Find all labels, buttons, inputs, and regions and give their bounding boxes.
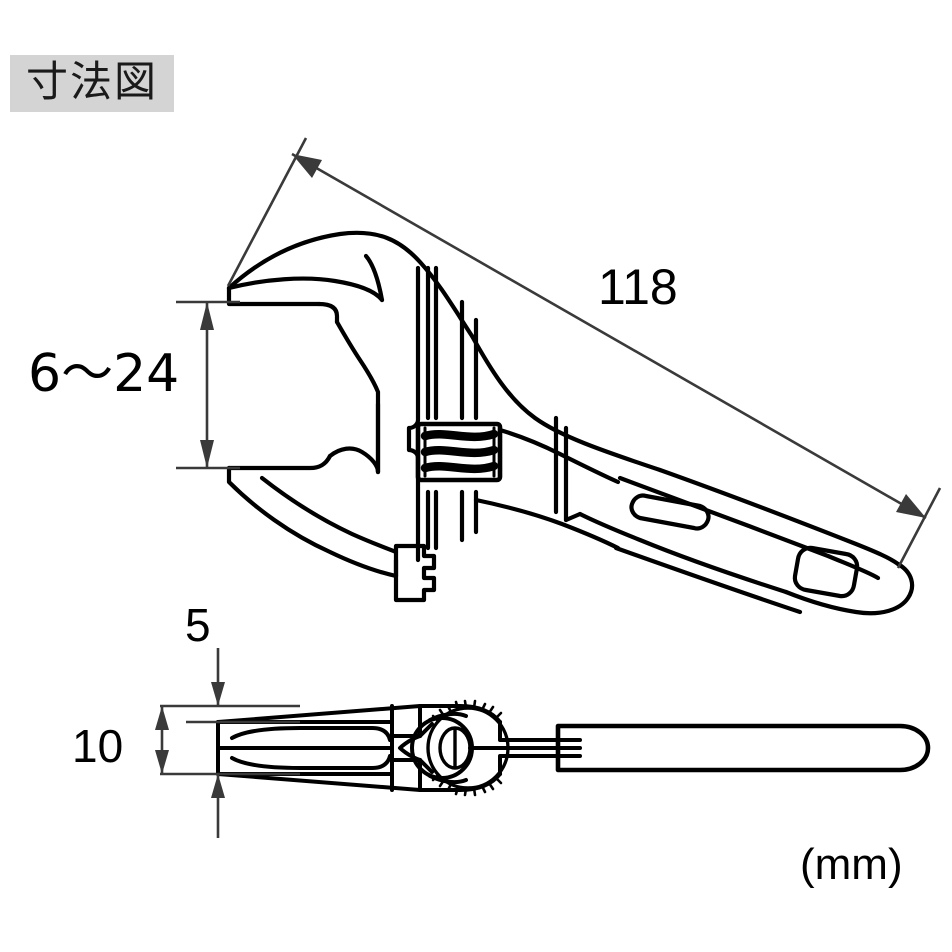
arrowhead-5-bottom bbox=[211, 774, 225, 798]
top-jaw-lower-inner bbox=[230, 754, 392, 770]
top-worm-wheel-knurl bbox=[431, 699, 503, 797]
worm-screw-housing bbox=[415, 421, 503, 483]
dimension-label-head-width: 10 bbox=[72, 720, 124, 772]
head-upper-back-curve bbox=[469, 333, 663, 473]
handle-tip-curve bbox=[783, 561, 915, 616]
dimension-10-group bbox=[155, 706, 300, 776]
dimension-118-group bbox=[226, 137, 942, 569]
top-jaw-upper-taper bbox=[216, 704, 462, 724]
top-jaw-upper-inner bbox=[230, 726, 392, 742]
worm-screw-threads bbox=[420, 429, 499, 474]
moving-jaw-top-face bbox=[226, 453, 333, 471]
arrowhead-open-top bbox=[200, 302, 214, 330]
top-head-cavity-join-lower bbox=[418, 758, 434, 774]
arrowhead-10-bottom bbox=[155, 750, 169, 774]
top-head-cavity-join-upper bbox=[418, 722, 434, 738]
rack-teeth bbox=[393, 543, 437, 603]
dimension-jaw-opening-group bbox=[176, 300, 240, 470]
dimension-label-overall-length: 118 bbox=[598, 259, 678, 315]
top-shank-lower bbox=[498, 754, 582, 776]
fixed-jaw-body-right-edge bbox=[334, 319, 381, 475]
handle-upper-edge bbox=[657, 467, 901, 567]
fixed-jaw-tip bbox=[226, 285, 322, 307]
moving-jaw-inner bbox=[327, 446, 381, 475]
top-view-group bbox=[216, 699, 931, 797]
ext-line-118-left bbox=[226, 137, 308, 287]
upper-jaw-top-curve bbox=[226, 230, 475, 339]
top-body-cross-lower bbox=[390, 758, 422, 792]
handle-slot bbox=[629, 493, 711, 531]
top-head-round-cavity bbox=[398, 734, 422, 762]
arrowhead-open-bottom bbox=[200, 440, 214, 468]
arrowhead-5-top bbox=[211, 682, 225, 706]
top-shank-upper bbox=[498, 720, 582, 742]
top-jaw-lower-taper bbox=[216, 772, 462, 792]
dimension-label-jaw-opening: 6〜24 bbox=[28, 344, 180, 404]
dimension-label-jaw-thickness: 5 bbox=[185, 599, 211, 651]
handle-lower-edge bbox=[577, 511, 789, 595]
handle-inner-line-lower bbox=[613, 545, 803, 615]
dimension-5-group bbox=[160, 648, 300, 838]
dim-line-118 bbox=[291, 152, 927, 520]
upper-jaw-inner-crease bbox=[226, 276, 385, 303]
moving-jaw-lower-crease bbox=[259, 475, 399, 555]
arrowhead-118-right bbox=[896, 494, 926, 518]
top-handle-outline bbox=[555, 723, 931, 773]
head-right-lower-contour bbox=[473, 497, 621, 551]
head-right-contour bbox=[497, 427, 621, 485]
fixed-jaw-under-face bbox=[316, 301, 340, 325]
top-head-cavity-circle bbox=[410, 716, 474, 780]
handle-hang-hole bbox=[792, 545, 860, 599]
top-body-cross bbox=[390, 704, 422, 738]
jaw-stem-left-edge bbox=[406, 265, 421, 563]
ext-line-118-right bbox=[896, 487, 942, 569]
handle-inner-line-upper bbox=[617, 475, 881, 581]
upper-jaw-crease-hook bbox=[363, 253, 385, 303]
arrowhead-10-top bbox=[155, 706, 169, 730]
moving-jaw-lower-outline bbox=[226, 465, 399, 579]
arrowhead-118-left bbox=[292, 154, 322, 178]
unit-label: (mm) bbox=[800, 840, 903, 889]
section-header-title: 寸法図 bbox=[10, 55, 175, 112]
side-view-group bbox=[226, 230, 915, 616]
handle-bottom-return bbox=[563, 511, 583, 523]
